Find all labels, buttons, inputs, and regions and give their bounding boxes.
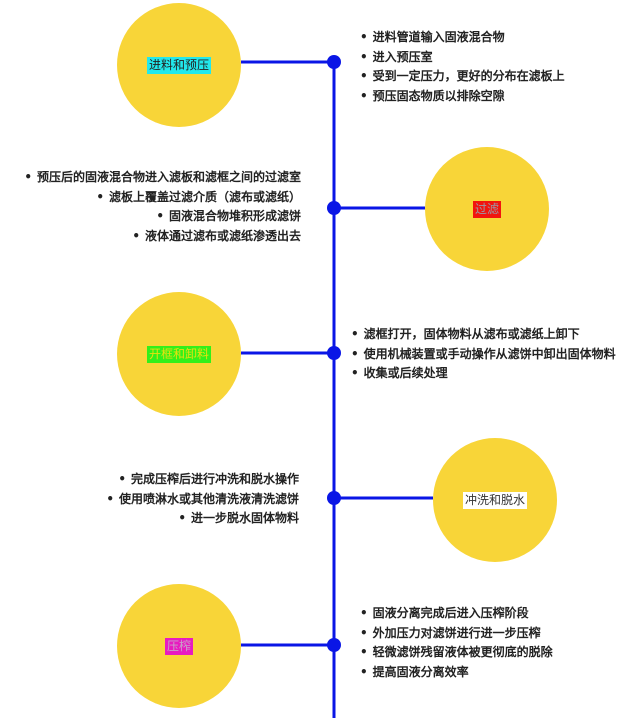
note-item: •收集或后续处理 xyxy=(351,366,448,380)
step-circle-wash-dewater: 冲洗和脱水 xyxy=(433,438,557,562)
note-item: •进料管道输入固液混合物 xyxy=(360,30,505,44)
step-circle-open-frame-discharge: 开框和卸料 xyxy=(117,292,241,416)
step-label: 冲洗和脱水 xyxy=(462,491,527,509)
timeline-node xyxy=(327,55,341,69)
note-item: •提高固液分离效率 xyxy=(360,664,469,679)
step-circle-pressing: 压榨 xyxy=(117,584,241,708)
step-label: 压榨 xyxy=(164,637,193,655)
step-label: 开框和卸料 xyxy=(146,345,211,363)
note-item: •固液分离完成后进入压榨阶段 xyxy=(360,606,529,620)
step-notes-pressing: •固液分离完成后进入压榨阶段 •外加压力对滤饼进行进一步压榨 •轻微滤饼残留液体… xyxy=(360,604,553,682)
note-item: •进入预压室 xyxy=(360,49,433,64)
note-item: •液体通过滤布或滤纸渗透出去 xyxy=(132,228,301,243)
step-notes-open-frame-discharge: •滤框打开，固体物料从滤布或滤纸上卸下 •使用机械装置或手动操作从滤饼中卸出固体… xyxy=(351,325,616,384)
note-item: •完成压榨后进行冲洗和脱水操作 xyxy=(118,472,299,486)
note-item: •滤板上覆盖过滤介质（滤布或滤纸） xyxy=(96,189,301,204)
note-item: •使用喷淋水或其他清洗液清洗滤饼 xyxy=(106,491,299,506)
timeline-node xyxy=(327,491,341,505)
step-circle-filtration: 过滤 xyxy=(425,147,549,271)
step-notes-filtration: •预压后的固液混合物进入滤板和滤框之间的过滤室 •滤板上覆盖过滤介质（滤布或滤纸… xyxy=(24,168,301,246)
step-notes-wash-dewater: •完成压榨后进行冲洗和脱水操作 •使用喷淋水或其他清洗液清洗滤饼 •进一步脱水固… xyxy=(106,470,299,529)
note-item: •固液混合物堆积形成滤饼 xyxy=(156,209,301,223)
note-item: •使用机械装置或手动操作从滤饼中卸出固体物料 xyxy=(351,346,616,361)
step-circle-feeding-prepress: 进料和预压 xyxy=(117,3,241,127)
timeline-node xyxy=(327,638,341,652)
step-label: 进料和预压 xyxy=(146,56,211,74)
timeline-node xyxy=(327,346,341,360)
timeline-node xyxy=(327,201,341,215)
step-label: 过滤 xyxy=(472,200,501,218)
note-item: •预压固态物质以排除空隙 xyxy=(360,88,505,103)
note-item: •滤框打开，固体物料从滤布或滤纸上卸下 xyxy=(351,327,580,341)
note-item: •预压后的固液混合物进入滤板和滤框之间的过滤室 xyxy=(24,170,301,184)
note-item: •进一步脱水固体物料 xyxy=(178,511,299,525)
step-notes-feeding-prepress: •进料管道输入固液混合物 •进入预压室 •受到一定压力，更好的分布在滤板上 •预… xyxy=(360,28,565,106)
note-item: •轻微滤饼残留液体被更彻底的脱除 xyxy=(360,645,553,659)
note-item: •受到一定压力，更好的分布在滤板上 xyxy=(360,69,565,83)
note-item: •外加压力对滤饼进行进一步压榨 xyxy=(360,625,541,640)
